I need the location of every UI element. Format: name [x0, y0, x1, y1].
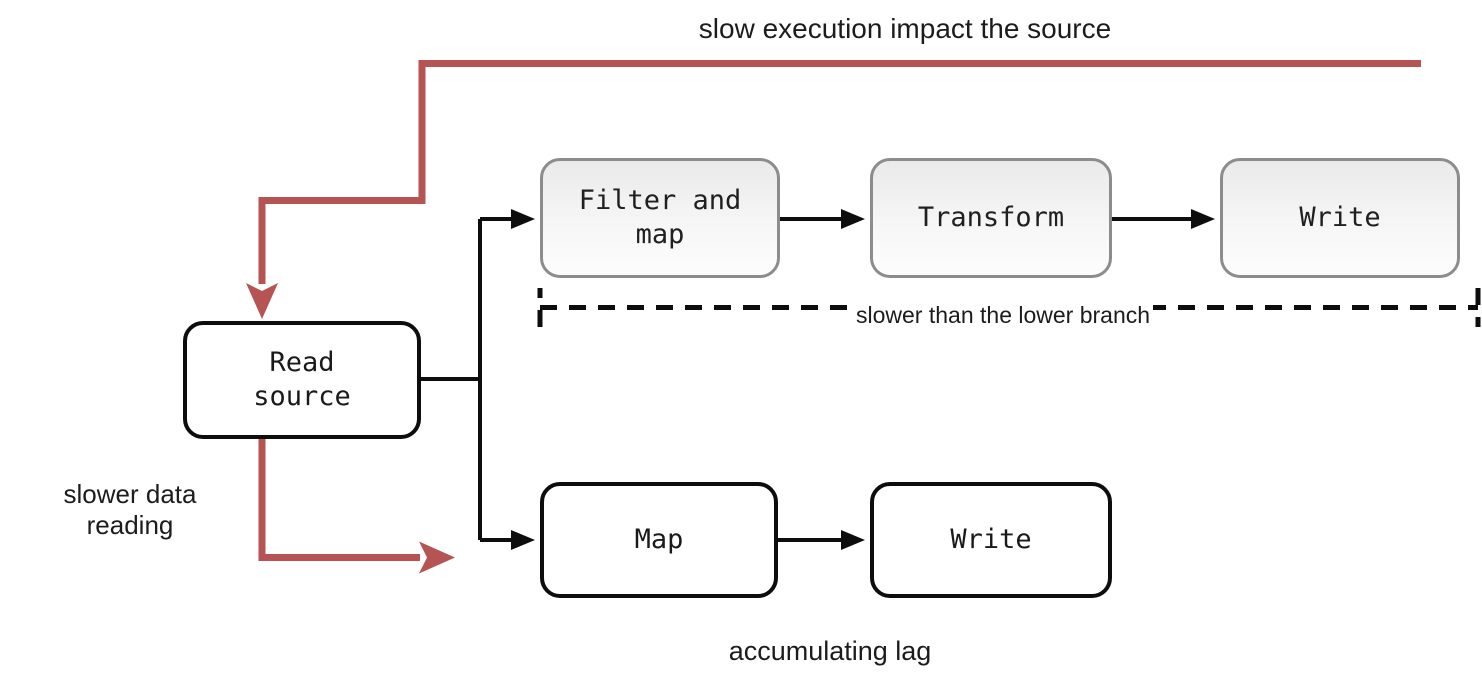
node-write-lower: Write [870, 482, 1112, 598]
node-transform: Transform [870, 158, 1112, 278]
node-map-label: Map [634, 524, 684, 555]
label-slow-execution-impact: slow execution impact the source [698, 13, 1112, 44]
red-feedback-arrow [246, 60, 1421, 319]
label-slower-data-reading: slower data reading [63, 479, 197, 540]
node-filter-and-map-label: Filter and map [578, 185, 742, 250]
red-slower-reading-arrow [258, 438, 455, 574]
node-write-lower-label: Write [950, 524, 1032, 555]
node-read-source: Read source [183, 321, 421, 439]
node-write-upper-label: Write [1299, 202, 1381, 233]
label-accumulating-lag: accumulating lag [728, 636, 932, 666]
node-map: Map [540, 482, 778, 598]
node-write-upper: Write [1220, 158, 1460, 278]
label-slower-than-lower-branch: slower than the lower branch [853, 302, 1154, 329]
node-transform-label: Transform [917, 202, 1065, 233]
connector-read-source-trunk [420, 219, 482, 540]
node-filter-and-map: Filter and map [540, 158, 780, 278]
node-read-source-label: Read source [253, 347, 351, 412]
